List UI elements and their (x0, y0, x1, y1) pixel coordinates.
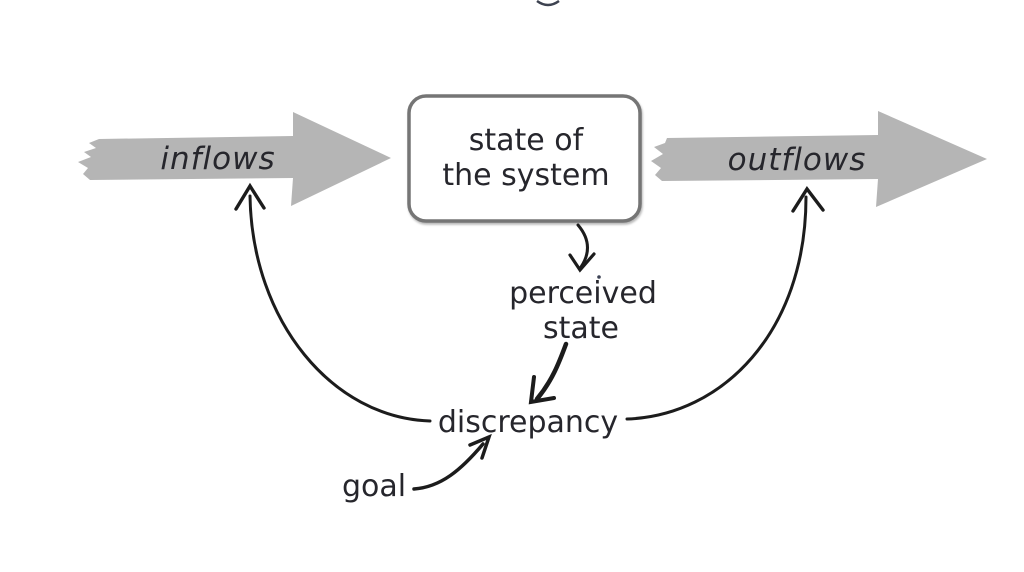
box-to-perceived-arrow (568, 223, 601, 279)
discrepancy-to-outflow-arrowhead-icon (791, 186, 825, 213)
outflow-label: outflows (728, 142, 867, 178)
discrepancy-to-outflow-arrow (625, 186, 825, 421)
stock-box (407, 94, 642, 223)
discrepancy-label: discrepancy (438, 405, 618, 440)
goal-to-discrepancy-arrowhead-icon (468, 433, 492, 460)
perceived-to-discrepancy-line (534, 341, 569, 402)
discrepancy-to-outflow-curve (625, 195, 808, 421)
inflow-label: inflows (160, 141, 275, 177)
discrepancy-to-inflow-arrow (234, 182, 432, 423)
goal-node: goal (342, 469, 406, 504)
perceived-state-node: perceived state (509, 276, 657, 346)
perceived-to-discrepancy-arrow (528, 341, 569, 405)
box-to-perceived-arrowhead-icon (568, 252, 596, 273)
perceived-label-line1: perceived (509, 276, 657, 311)
goal-to-discrepancy-arrow (412, 433, 492, 491)
inflow-arrow-icon (78, 112, 391, 206)
goal-label: goal (342, 469, 406, 504)
artifact-speck (597, 275, 601, 279)
inflow-arrow: inflows (78, 112, 391, 206)
goal-to-discrepancy-line (412, 442, 485, 491)
outflow-arrow-icon (651, 111, 987, 207)
outflow-arrow: outflows (651, 111, 987, 207)
perceived-to-discrepancy-arrowhead-icon (528, 375, 556, 405)
stock-label-line2: the system (442, 158, 609, 193)
box-to-perceived-line (576, 223, 589, 269)
discrepancy-to-inflow-curve (248, 194, 432, 423)
stock-node: state of the system (407, 94, 642, 223)
stock-label-line1: state of (469, 123, 585, 158)
perceived-label-line2: state (543, 311, 619, 346)
discrepancy-to-inflow-arrowhead-icon (234, 182, 266, 211)
cropped-title-text-fragment (536, 0, 560, 7)
